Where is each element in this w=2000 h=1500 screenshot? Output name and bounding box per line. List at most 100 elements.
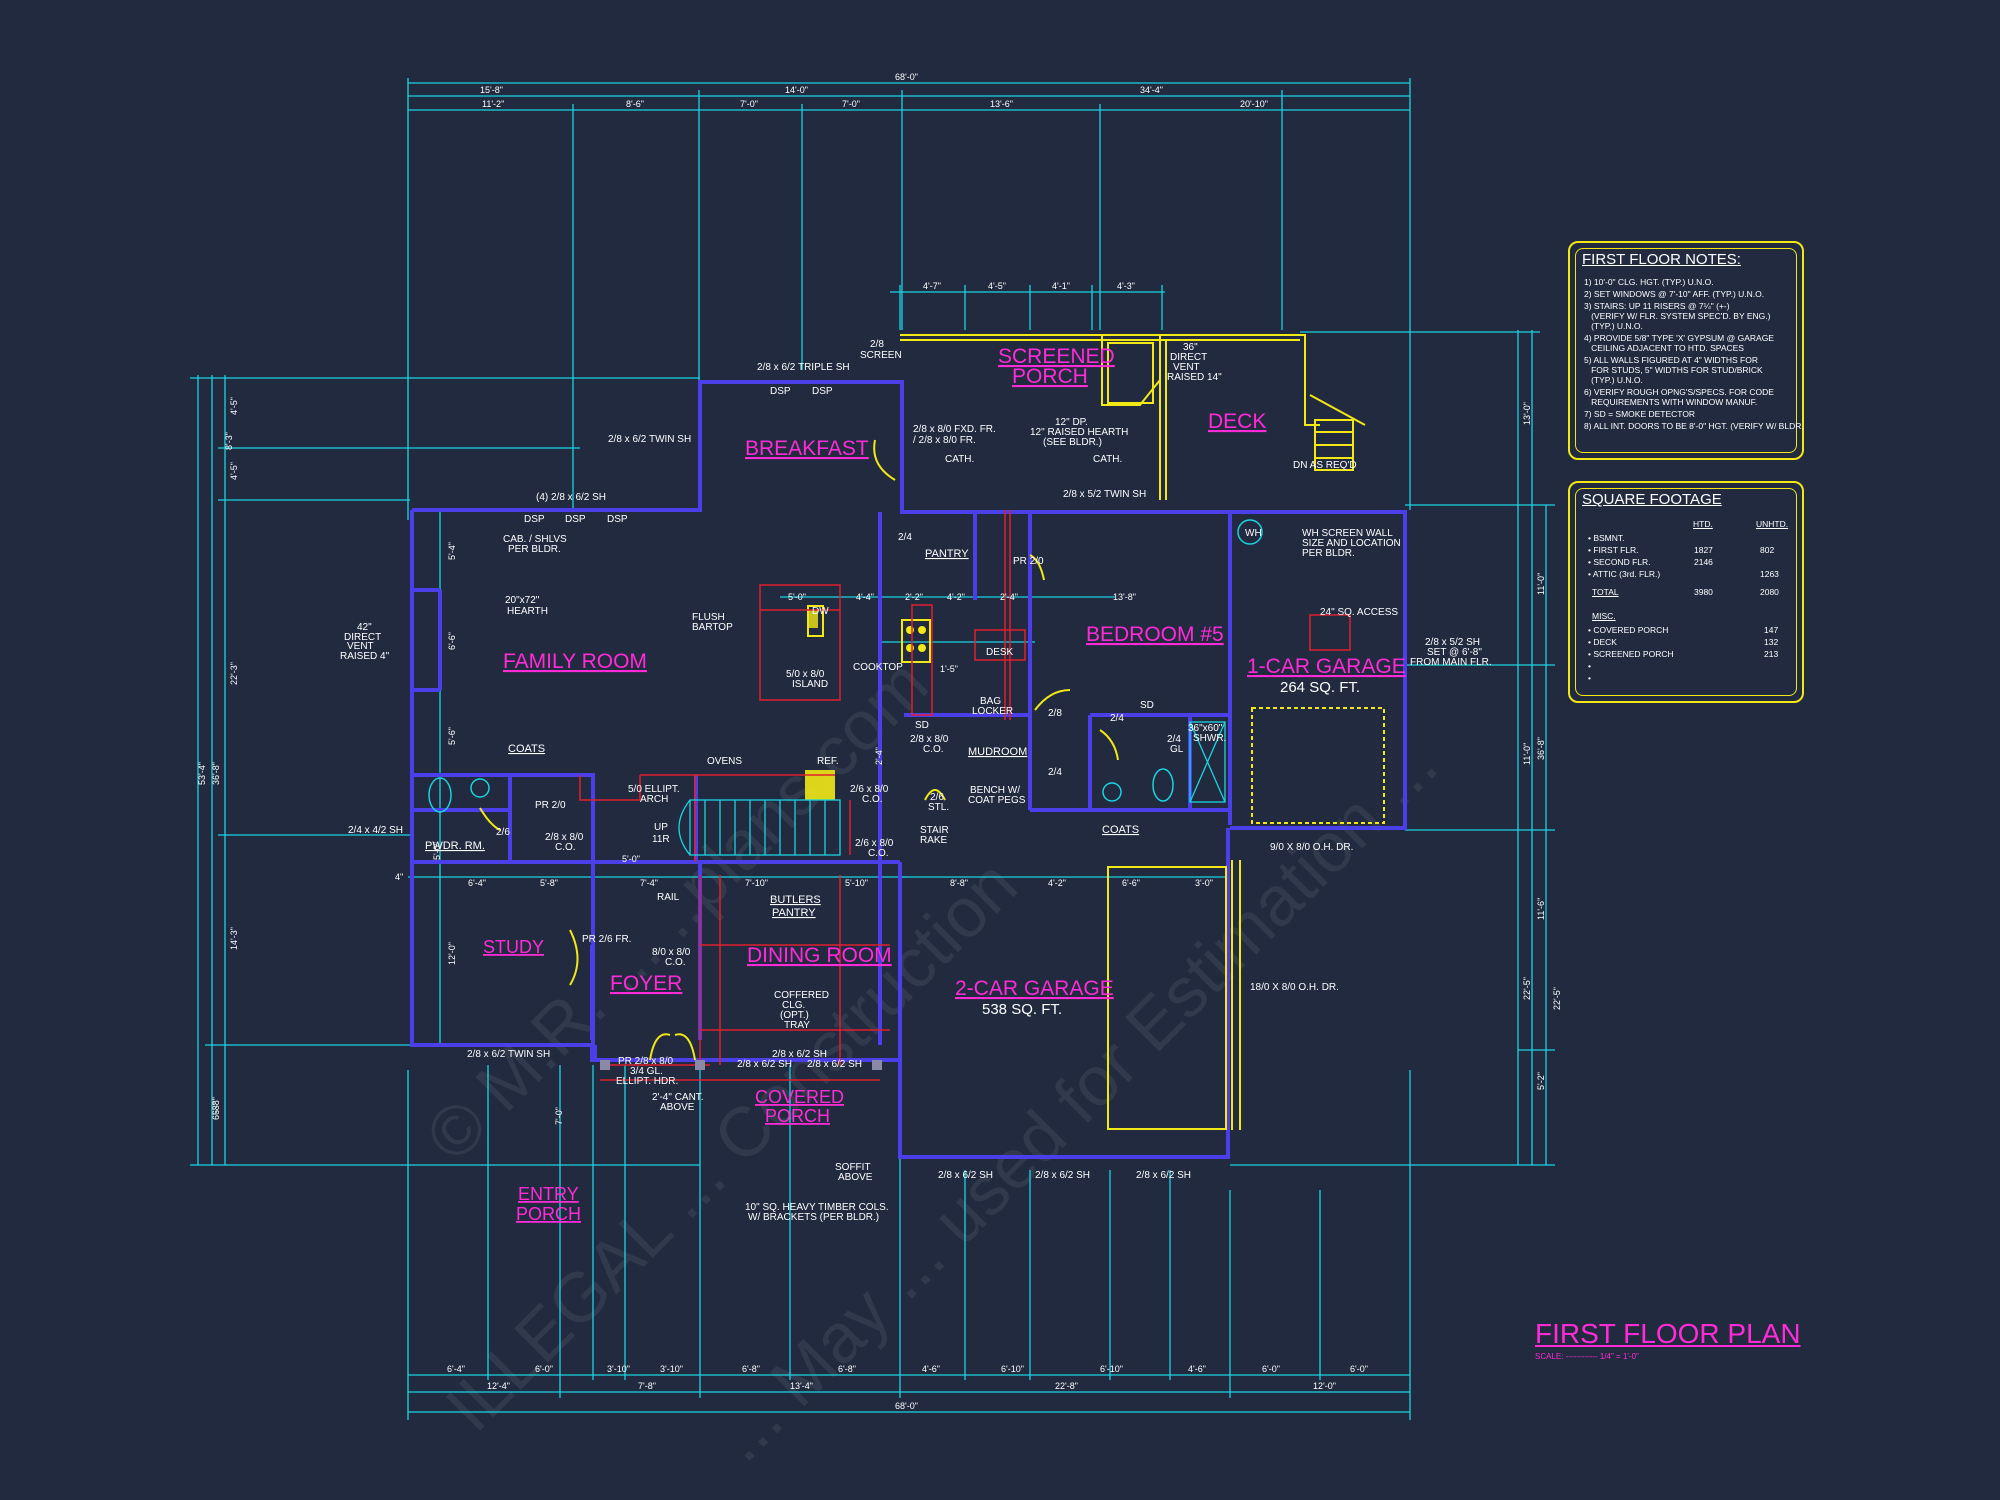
col-unhtd: UNHTD. bbox=[1756, 519, 1789, 529]
desk-label: DESK bbox=[986, 647, 1014, 658]
svg-text:5'-8": 5'-8" bbox=[540, 878, 558, 888]
svg-text:BARTOP: BARTOP bbox=[692, 622, 733, 633]
dining-room-label: DINING ROOM bbox=[747, 944, 892, 967]
svg-text:2/4 x 4/2 SH: 2/4 x 4/2 SH bbox=[348, 825, 403, 836]
note-line: 3) STAIRS: UP 11 RISERS @ 7¼" (+-) bbox=[1584, 301, 1730, 311]
svg-text:11'-2": 11'-2" bbox=[482, 99, 504, 109]
svg-text:2/8: 2/8 bbox=[870, 339, 884, 350]
svg-text:14'-0": 14'-0" bbox=[785, 85, 808, 95]
breakfast-label: BREAKFAST bbox=[745, 437, 869, 460]
svg-text:2/4: 2/4 bbox=[898, 532, 912, 543]
svg-text:2/8 x 6/2 TWIN SH: 2/8 x 6/2 TWIN SH bbox=[467, 1049, 550, 1060]
screened-porch-label-1: SCREENED bbox=[998, 345, 1115, 368]
svg-text:PR 2/8 x 8/0: PR 2/8 x 8/0 bbox=[618, 1056, 673, 1067]
svg-text:12" DP.: 12" DP. bbox=[1055, 417, 1088, 428]
svg-text:BENCH W/: BENCH W/ bbox=[970, 785, 1020, 796]
svg-text:2/6 x 8/0: 2/6 x 8/0 bbox=[855, 838, 894, 849]
mudroom-label: MUDROOM bbox=[968, 746, 1027, 758]
svg-text:8'-3": 8'-3" bbox=[224, 432, 234, 450]
svg-text:18/0 X 8/0 O.H. DR.: 18/0 X 8/0 O.H. DR. bbox=[1250, 982, 1339, 993]
svg-text:(OPT.): (OPT.) bbox=[780, 1010, 809, 1021]
pwdr-label: PWDR. RM. bbox=[425, 840, 485, 852]
svg-text:DN AS REQ'D: DN AS REQ'D bbox=[1293, 460, 1357, 471]
svg-text:DSP: DSP bbox=[565, 514, 586, 525]
svg-text:DIRECT: DIRECT bbox=[1170, 352, 1207, 363]
svg-text:12'-4": 12'-4" bbox=[487, 1381, 510, 1391]
note-line: 1) 10'-0" CLG. HGT. (TYP.) U.N.O. bbox=[1584, 277, 1714, 287]
butlers-label-2: PANTRY bbox=[772, 907, 816, 919]
svg-text:C.O.: C.O. bbox=[868, 848, 889, 859]
svg-text:9/0 X 8/0 O.H. DR.: 9/0 X 8/0 O.H. DR. bbox=[1270, 842, 1353, 853]
svg-text:6'-8": 6'-8" bbox=[742, 1364, 760, 1374]
svg-text:ABOVE: ABOVE bbox=[660, 1102, 695, 1113]
svg-text:OVENS: OVENS bbox=[707, 756, 742, 767]
svg-text:(4) 2/8 x 6/2 SH: (4) 2/8 x 6/2 SH bbox=[536, 492, 606, 503]
sqft-panel-inner-border bbox=[1575, 488, 1797, 696]
svg-text:(SEE BLDR.): (SEE BLDR.) bbox=[1043, 437, 1102, 448]
svg-text:5'-6": 5'-6" bbox=[447, 727, 457, 745]
svg-text:3/4 GL.: 3/4 GL. bbox=[630, 1066, 663, 1077]
annotations: 2/8 x 6/2 TRIPLE SH DSP DSP 2/8 x 6/2 TW… bbox=[340, 339, 1492, 1223]
svg-text:4'-7": 4'-7" bbox=[923, 281, 941, 291]
svg-text:LOCKER: LOCKER bbox=[972, 706, 1013, 717]
svg-text:SD: SD bbox=[1140, 700, 1154, 711]
svg-text:22'-5": 22'-5" bbox=[1522, 977, 1532, 1000]
note-line: REQUIREMENTS WITH WINDOW MANUF. bbox=[1584, 397, 1758, 407]
svg-text:C.O.: C.O. bbox=[862, 794, 883, 805]
svg-text:2/8 x 6/2 TWIN SH: 2/8 x 6/2 TWIN SH bbox=[608, 434, 691, 445]
svg-text:WH: WH bbox=[1245, 528, 1262, 539]
svg-text:4'-4": 4'-4" bbox=[856, 592, 874, 602]
svg-text:SOFFIT: SOFFIT bbox=[835, 1162, 871, 1173]
svg-text:7'-0": 7'-0" bbox=[842, 99, 860, 109]
svg-text:6'-10": 6'-10" bbox=[1100, 1364, 1123, 1374]
svg-text:36'-8": 36'-8" bbox=[211, 762, 221, 785]
note-line: (TYP.) U.N.O. bbox=[1584, 375, 1643, 385]
garage2-label: 2-CAR GARAGE bbox=[955, 977, 1114, 1000]
svg-text:5'-0": 5'-0" bbox=[432, 842, 442, 860]
svg-text:VENT: VENT bbox=[1173, 362, 1200, 373]
svg-text:ISLAND: ISLAND bbox=[792, 679, 828, 690]
room-labels: BREAKFAST SCREENED PORCH DECK FAMILY ROO… bbox=[425, 345, 1406, 1224]
garage1-sqft: 264 SQ. FT. bbox=[1280, 679, 1360, 696]
svg-text:8'-6": 8'-6" bbox=[626, 99, 644, 109]
fixtures bbox=[428, 519, 1263, 813]
pantry-label: PANTRY bbox=[925, 548, 969, 560]
svg-text:2/8 x 5/2 TWIN SH: 2/8 x 5/2 TWIN SH bbox=[1063, 489, 1146, 500]
svg-text:24" SQ. ACCESS: 24" SQ. ACCESS bbox=[1320, 607, 1398, 618]
svg-text:2/6 x 8/0: 2/6 x 8/0 bbox=[850, 784, 889, 795]
svg-text:6'-0": 6'-0" bbox=[535, 1364, 553, 1374]
svg-text:5'-4": 5'-4" bbox=[447, 542, 457, 560]
svg-text:36'-8": 36'-8" bbox=[1536, 737, 1546, 760]
foyer-label: FOYER bbox=[610, 972, 682, 995]
svg-text:10" SQ. HEAVY TIMBER COLS.: 10" SQ. HEAVY TIMBER COLS. bbox=[745, 1202, 889, 1213]
svg-text:2/8 x 6/2 SH: 2/8 x 6/2 SH bbox=[772, 1049, 827, 1060]
svg-text:7'-0": 7'-0" bbox=[554, 1107, 564, 1125]
col-htd: HTD. bbox=[1693, 519, 1713, 529]
coats-right-label: COATS bbox=[1102, 824, 1139, 836]
svg-text:PR 2/6 FR.: PR 2/6 FR. bbox=[582, 934, 631, 945]
svg-text:DSP: DSP bbox=[812, 386, 833, 397]
svg-text:34'-4": 34'-4" bbox=[1140, 85, 1163, 95]
svg-text:GL: GL bbox=[1170, 744, 1184, 755]
svg-text:4'-3": 4'-3" bbox=[1117, 281, 1135, 291]
svg-text:36"x60": 36"x60" bbox=[1188, 723, 1223, 734]
dimension-text: 68'-0" 15'-8" 14'-0" 34'-4" 11'-2" 8'-6"… bbox=[197, 72, 1562, 1411]
svg-text:6'-6": 6'-6" bbox=[1122, 878, 1140, 888]
svg-text:PR 2/0: PR 2/0 bbox=[1013, 556, 1044, 567]
svg-text:C.O.: C.O. bbox=[665, 957, 686, 968]
svg-text:2'-4" CANT.: 2'-4" CANT. bbox=[652, 1092, 704, 1103]
svg-text:11R: 11R bbox=[652, 834, 670, 845]
svg-text:4'-1": 4'-1" bbox=[1052, 281, 1070, 291]
garage1-label: 1-CAR GARAGE bbox=[1247, 655, 1406, 678]
svg-text:4'-5": 4'-5" bbox=[988, 281, 1006, 291]
svg-text:SD: SD bbox=[915, 720, 929, 731]
svg-text:8/0 x 8/0: 8/0 x 8/0 bbox=[652, 947, 691, 958]
svg-text:15'-8": 15'-8" bbox=[480, 85, 503, 95]
svg-text:14'-3": 14'-3" bbox=[229, 927, 239, 950]
svg-text:6'-8": 6'-8" bbox=[211, 1097, 221, 1115]
svg-text:DW: DW bbox=[812, 606, 829, 617]
svg-text:C.O.: C.O. bbox=[923, 744, 944, 755]
coats-left-label: COATS bbox=[508, 743, 545, 755]
svg-text:ABOVE: ABOVE bbox=[838, 1172, 873, 1183]
note-line: CEILING ADJACENT TO HTD. SPACES bbox=[1584, 343, 1744, 353]
